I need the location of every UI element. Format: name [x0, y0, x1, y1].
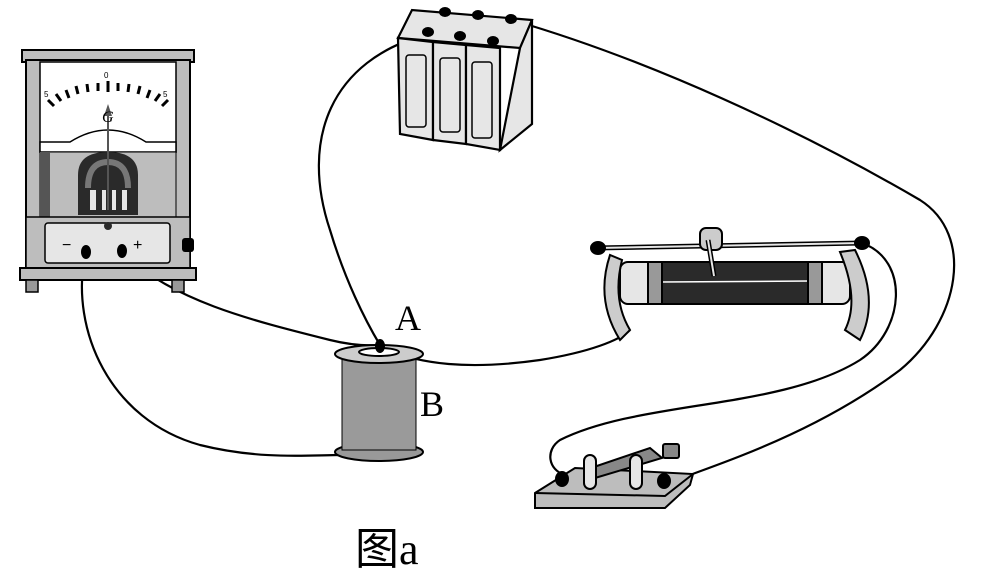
- terminal-negative-label: −: [62, 237, 71, 254]
- sliding-rheostat: [590, 227, 870, 342]
- label-a: A: [395, 298, 421, 338]
- wire-galvanometer-minus-to-coil: [80, 254, 341, 457]
- figure-caption: 图a: [355, 525, 419, 574]
- switch: [534, 443, 695, 509]
- scale-right-label: 5: [163, 90, 168, 99]
- terminal-positive: [117, 244, 127, 258]
- needle-tip: [104, 104, 112, 116]
- scale-left-label: 5: [44, 90, 49, 99]
- wire-battery-to-rheostat: [511, 18, 956, 477]
- wire-battery-to-coil-a: [317, 32, 429, 346]
- coil: [334, 339, 424, 462]
- battery-pack: [396, 7, 534, 153]
- scale-ticks: [46, 81, 170, 108]
- terminal-negative: [81, 245, 91, 259]
- galvanometer: 0 5 5 G − +: [19, 49, 197, 293]
- scale-center-label: 0: [104, 71, 109, 80]
- wire-rheostat-to-switch: [549, 241, 897, 477]
- galvanometer-symbol: G: [102, 109, 114, 126]
- label-b: B: [420, 384, 444, 424]
- terminal-positive-label: +: [133, 237, 142, 254]
